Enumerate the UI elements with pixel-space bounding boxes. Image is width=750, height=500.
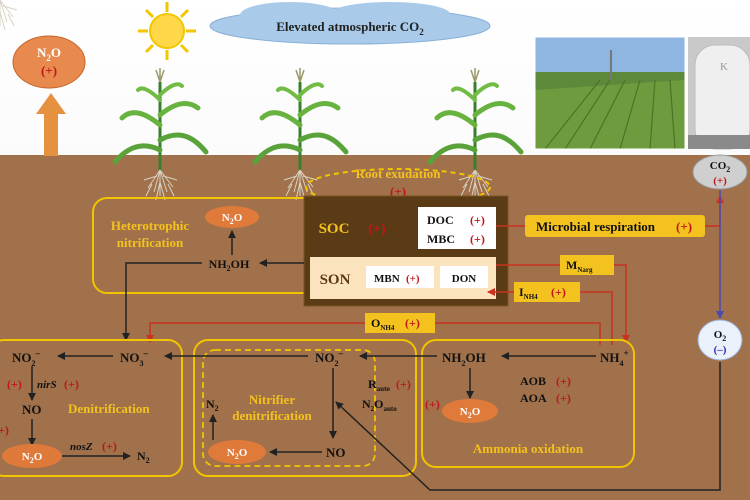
n2o-nitrifier-label: N2O: [227, 447, 248, 461]
cloud-shape: [209, 2, 491, 45]
nosz-sign: (+): [102, 439, 117, 453]
o-nh4-label: ONH4: [371, 316, 395, 332]
o2-bubble: [697, 319, 743, 361]
nh2oh-amox-label: NH2OH: [442, 350, 486, 368]
emission-arrow: [36, 93, 66, 156]
doc-mbc-box: [418, 207, 496, 249]
n2-denit-label: N2: [137, 449, 150, 465]
o-nh4-label-box: [365, 313, 435, 333]
heterotrophic-label-1: Heterotrophic: [111, 218, 189, 233]
arrow-nh4-to-i-nh4: [580, 291, 613, 345]
doc-label: DOC: [427, 213, 454, 227]
n2o-emission-bubble: N2O (+): [12, 35, 86, 89]
cloud-label: Elevated atmospheric CO2: [276, 19, 424, 37]
root-exudation-label: Root exudation: [356, 166, 442, 181]
i-nh4-label: INH4: [519, 285, 538, 301]
n2o-node-denit: [2, 444, 62, 468]
nh2oh-heterotrophic-label: NH2OH: [209, 257, 250, 273]
i-nh4-sign: (+): [551, 285, 566, 299]
don-label: DON: [452, 273, 477, 285]
n2o-top-label: N2O: [37, 45, 61, 63]
mbc-label: MBC: [427, 232, 455, 246]
co2-bubble: [692, 154, 748, 190]
field-photo: [534, 36, 686, 150]
nh4-label: NH4+: [600, 348, 629, 368]
don-box: [440, 266, 488, 288]
arrow-heterotrophic-to-no3: [122, 262, 202, 341]
nirs-sign: (+): [64, 377, 79, 391]
maize-plant-icon: [0, 0, 18, 31]
no-denit-label: NO: [22, 402, 42, 417]
aob-sign: (+): [556, 374, 571, 388]
microbial-respiration-sign: (+): [676, 219, 692, 234]
microbial-respiration-label: Microbial respiration: [536, 219, 656, 234]
doc-sign: (+): [470, 213, 485, 227]
nirs-label: nirS: [37, 379, 57, 391]
r-auto-sign: (+): [396, 377, 411, 391]
mbn-label: MBN: [374, 273, 400, 285]
n2o-auto-label: N2Oauto: [362, 397, 397, 413]
nitrifier-label-1: Nitrifier: [249, 392, 295, 407]
microbial-respiration-label-box: [525, 215, 705, 237]
aoa-sign: (+): [556, 391, 571, 405]
aob-label: AOB: [520, 374, 546, 388]
tank-photo: K: [688, 37, 750, 150]
nitrifier-denitrification-box: [202, 349, 376, 467]
co2-label: CO2: [710, 160, 731, 174]
soc-label: SOC: [319, 221, 350, 237]
heterotrophic-label-2: nitrification: [117, 235, 184, 250]
o2-sign: (–): [714, 344, 727, 356]
mbn-sign: (+): [406, 273, 420, 285]
sun-icon: [138, 2, 196, 60]
nitrifier-label-2: denitrification: [232, 408, 312, 423]
tank-lettering: K: [720, 61, 728, 73]
nitrifier-outer-box: [193, 339, 417, 477]
n2o-node-amox: [442, 399, 498, 423]
r-auto-label: Rauto: [368, 377, 390, 393]
arrow-o2-to-nitrifier-denitrification: [335, 362, 721, 491]
root-exudation-ring: [305, 168, 491, 206]
denitrification-label: Denitrification: [68, 401, 150, 416]
arrow-o-nh4-to-no3: [146, 322, 365, 343]
soc-sign: (+): [368, 222, 386, 237]
n2o-heterotrophic-label: N2O: [222, 212, 243, 226]
root-exudation-sign: (+): [390, 184, 406, 199]
o2-label: O2: [714, 329, 727, 343]
o-nh4-sign: (+): [405, 316, 420, 330]
m-narg-label-box: [560, 255, 614, 275]
i-nh4-label-box: [514, 282, 580, 302]
co2-sign: (+): [713, 175, 727, 187]
arrow-nh4-to-o-nh4: [435, 322, 601, 345]
n2o-auto-sign: (+): [425, 397, 440, 411]
no2-denit-label: NO2–: [12, 348, 41, 368]
no3-label: NO3–: [120, 348, 149, 368]
m-narg-label: MNarg: [566, 258, 593, 274]
aoa-label: AOA: [520, 391, 547, 405]
n2o-node-heterotrophic: [205, 206, 259, 228]
son-label: SON: [320, 272, 351, 288]
arrow-son-to-nh4-mineralization: [614, 264, 630, 343]
n2o-denit-label: N2O: [22, 451, 43, 465]
n2-nitrifier-label: N2: [206, 397, 219, 413]
ammonia-oxidation-box: [421, 339, 635, 468]
denitrification-box: [0, 339, 183, 477]
mbc-sign: (+): [470, 232, 485, 246]
mbn-box: [366, 266, 434, 288]
n2o-top-sign: (+): [41, 63, 57, 78]
no2-nitrifier-label: NO2–: [315, 348, 344, 368]
no-nitrifier-label: NO: [326, 445, 346, 460]
nirk-sign: (+): [7, 377, 22, 391]
nosz-label: nosZ: [70, 441, 93, 453]
n2o-node-nitrifier: [208, 440, 266, 464]
ammonia-oxidation-label: Ammonia oxidation: [473, 441, 584, 456]
nor-sign-partial: +): [0, 423, 9, 437]
n2o-amox-label: N2O: [460, 406, 481, 420]
